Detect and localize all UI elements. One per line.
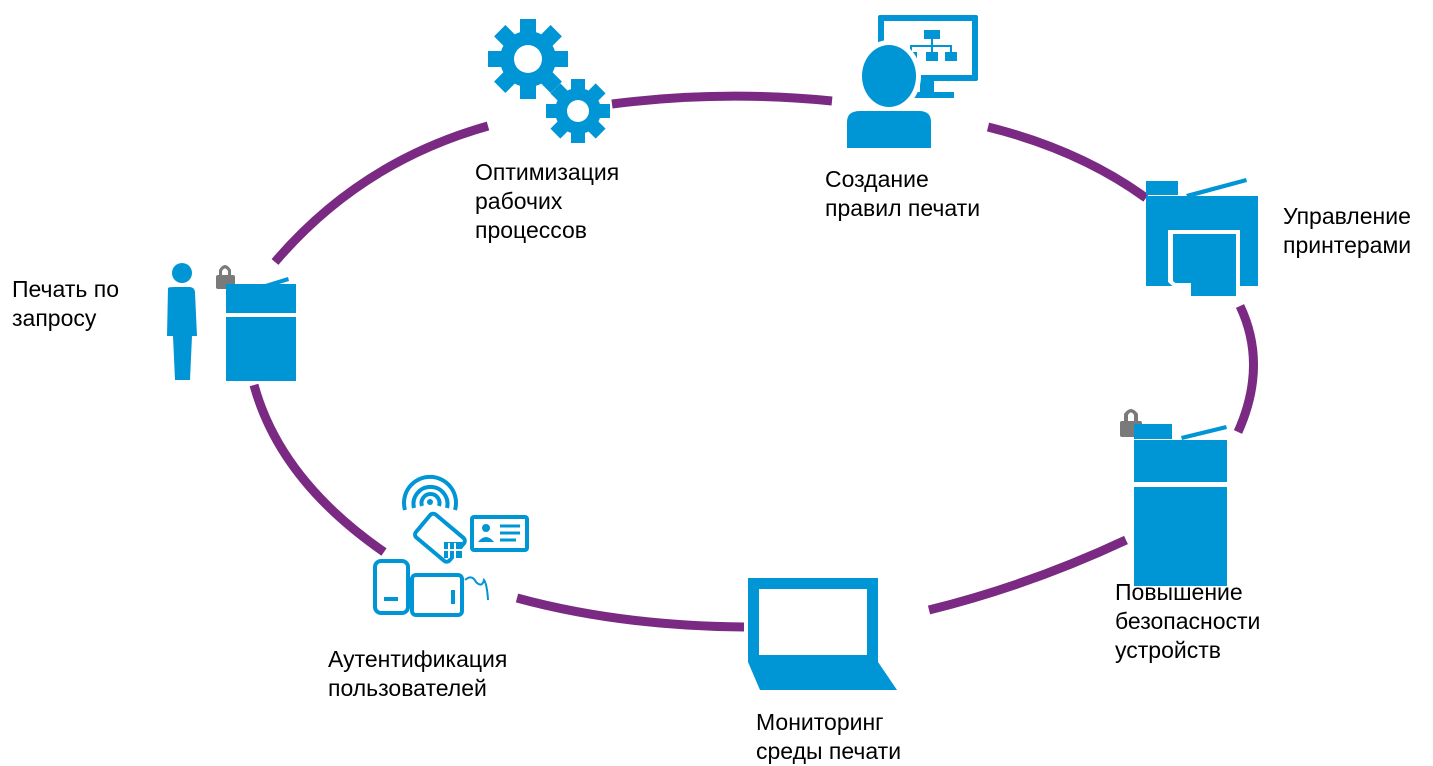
arc-pull-to-gears [271,121,490,265]
person-locked-printer-icon [167,263,296,381]
label-device-security: Повышение безопасности устройств [1115,578,1260,665]
label-pull-printing: Печать по запросу [12,275,119,333]
label-workflow-optimization: Оптимизация рабочих процессов [475,158,619,245]
label-line: Аутентификация [328,646,508,672]
arc-gears-to-rules [611,91,833,109]
badge-card-reader-icon [373,474,529,617]
label-user-authentication: Аутентификация пользователей [328,645,507,703]
label-print-rules: Создание правил печати [825,165,980,223]
arc-rules-to-printers [986,122,1149,202]
laptop-icon [748,578,897,690]
cycle-arcs [249,91,1258,632]
label-line: среды печати [756,738,902,764]
label-line: Создание [825,166,929,192]
label-line: принтерами [1283,232,1412,258]
arc-security-to-laptop [927,535,1128,615]
arc-laptop-to-auth [515,593,745,632]
secure-printer-icon [1120,409,1227,586]
user-computer-icon [843,15,978,150]
label-line: правил печати [825,195,981,221]
label-line: Повышение [1115,579,1243,605]
label-printer-management: Управление принтерами [1283,202,1411,260]
label-print-monitoring: Мониторинг среды печати [756,708,901,766]
label-line: Оптимизация [475,159,620,185]
label-line: пользователей [328,675,487,701]
label-line: процессов [475,217,588,243]
label-line: Управление [1283,203,1411,229]
label-line: Печать по [12,276,119,302]
label-line: безопасности [1115,608,1261,634]
gears-icon [488,19,610,143]
printer-paper-icon [1146,178,1258,300]
label-line: рабочих [475,188,563,214]
label-line: Мониторинг [756,709,884,735]
arc-printers-to-security [1233,304,1258,434]
label-line: устройств [1115,637,1221,663]
arc-auth-to-pull [249,383,387,556]
label-line: запросу [12,305,97,331]
